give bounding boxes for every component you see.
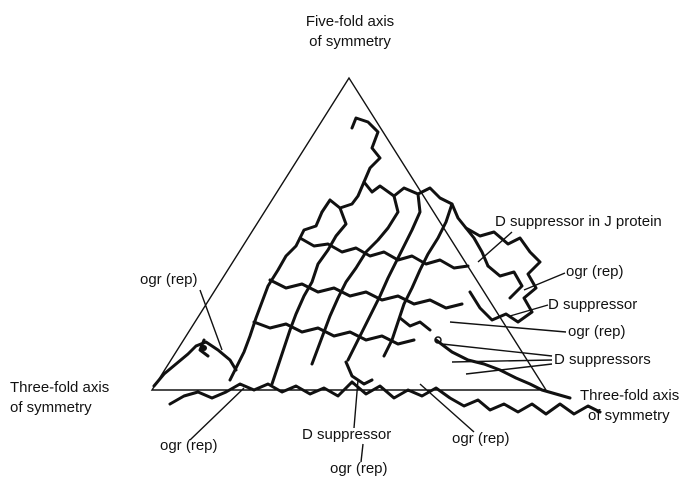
label-ogr-rep-bottom-right: ogr (rep)	[452, 430, 510, 447]
five-fold-axis-label-line1: Five-fold axis	[306, 13, 394, 30]
label-ogr-rep-bottom-left: ogr (rep)	[160, 437, 218, 454]
five-fold-axis-label-line2: of symmetry	[309, 33, 391, 50]
label-d-suppressor-bottom: D suppressor	[302, 426, 391, 443]
site-marker	[201, 345, 207, 351]
label-d-suppressor-right: D suppressor	[548, 296, 637, 313]
label-ogr-rep-right: ogr (rep)	[568, 323, 626, 340]
three-fold-axis-right-line2: of symmetry	[588, 407, 670, 424]
label-d-suppressor-j-protein: D suppressor in J protein	[495, 213, 662, 230]
three-fold-axis-left-line1: Three-fold axis	[10, 379, 109, 396]
label-d-suppressors: D suppressors	[554, 351, 651, 368]
three-fold-axis-left-line2: of symmetry	[10, 399, 92, 416]
label-ogr-rep-upper-right: ogr (rep)	[566, 263, 624, 280]
label-ogr-rep-left: ogr (rep)	[140, 271, 198, 288]
label-ogr-rep-bottom-center: ogr (rep)	[330, 460, 388, 477]
three-fold-axis-right-line1: Three-fold axis	[580, 387, 679, 404]
